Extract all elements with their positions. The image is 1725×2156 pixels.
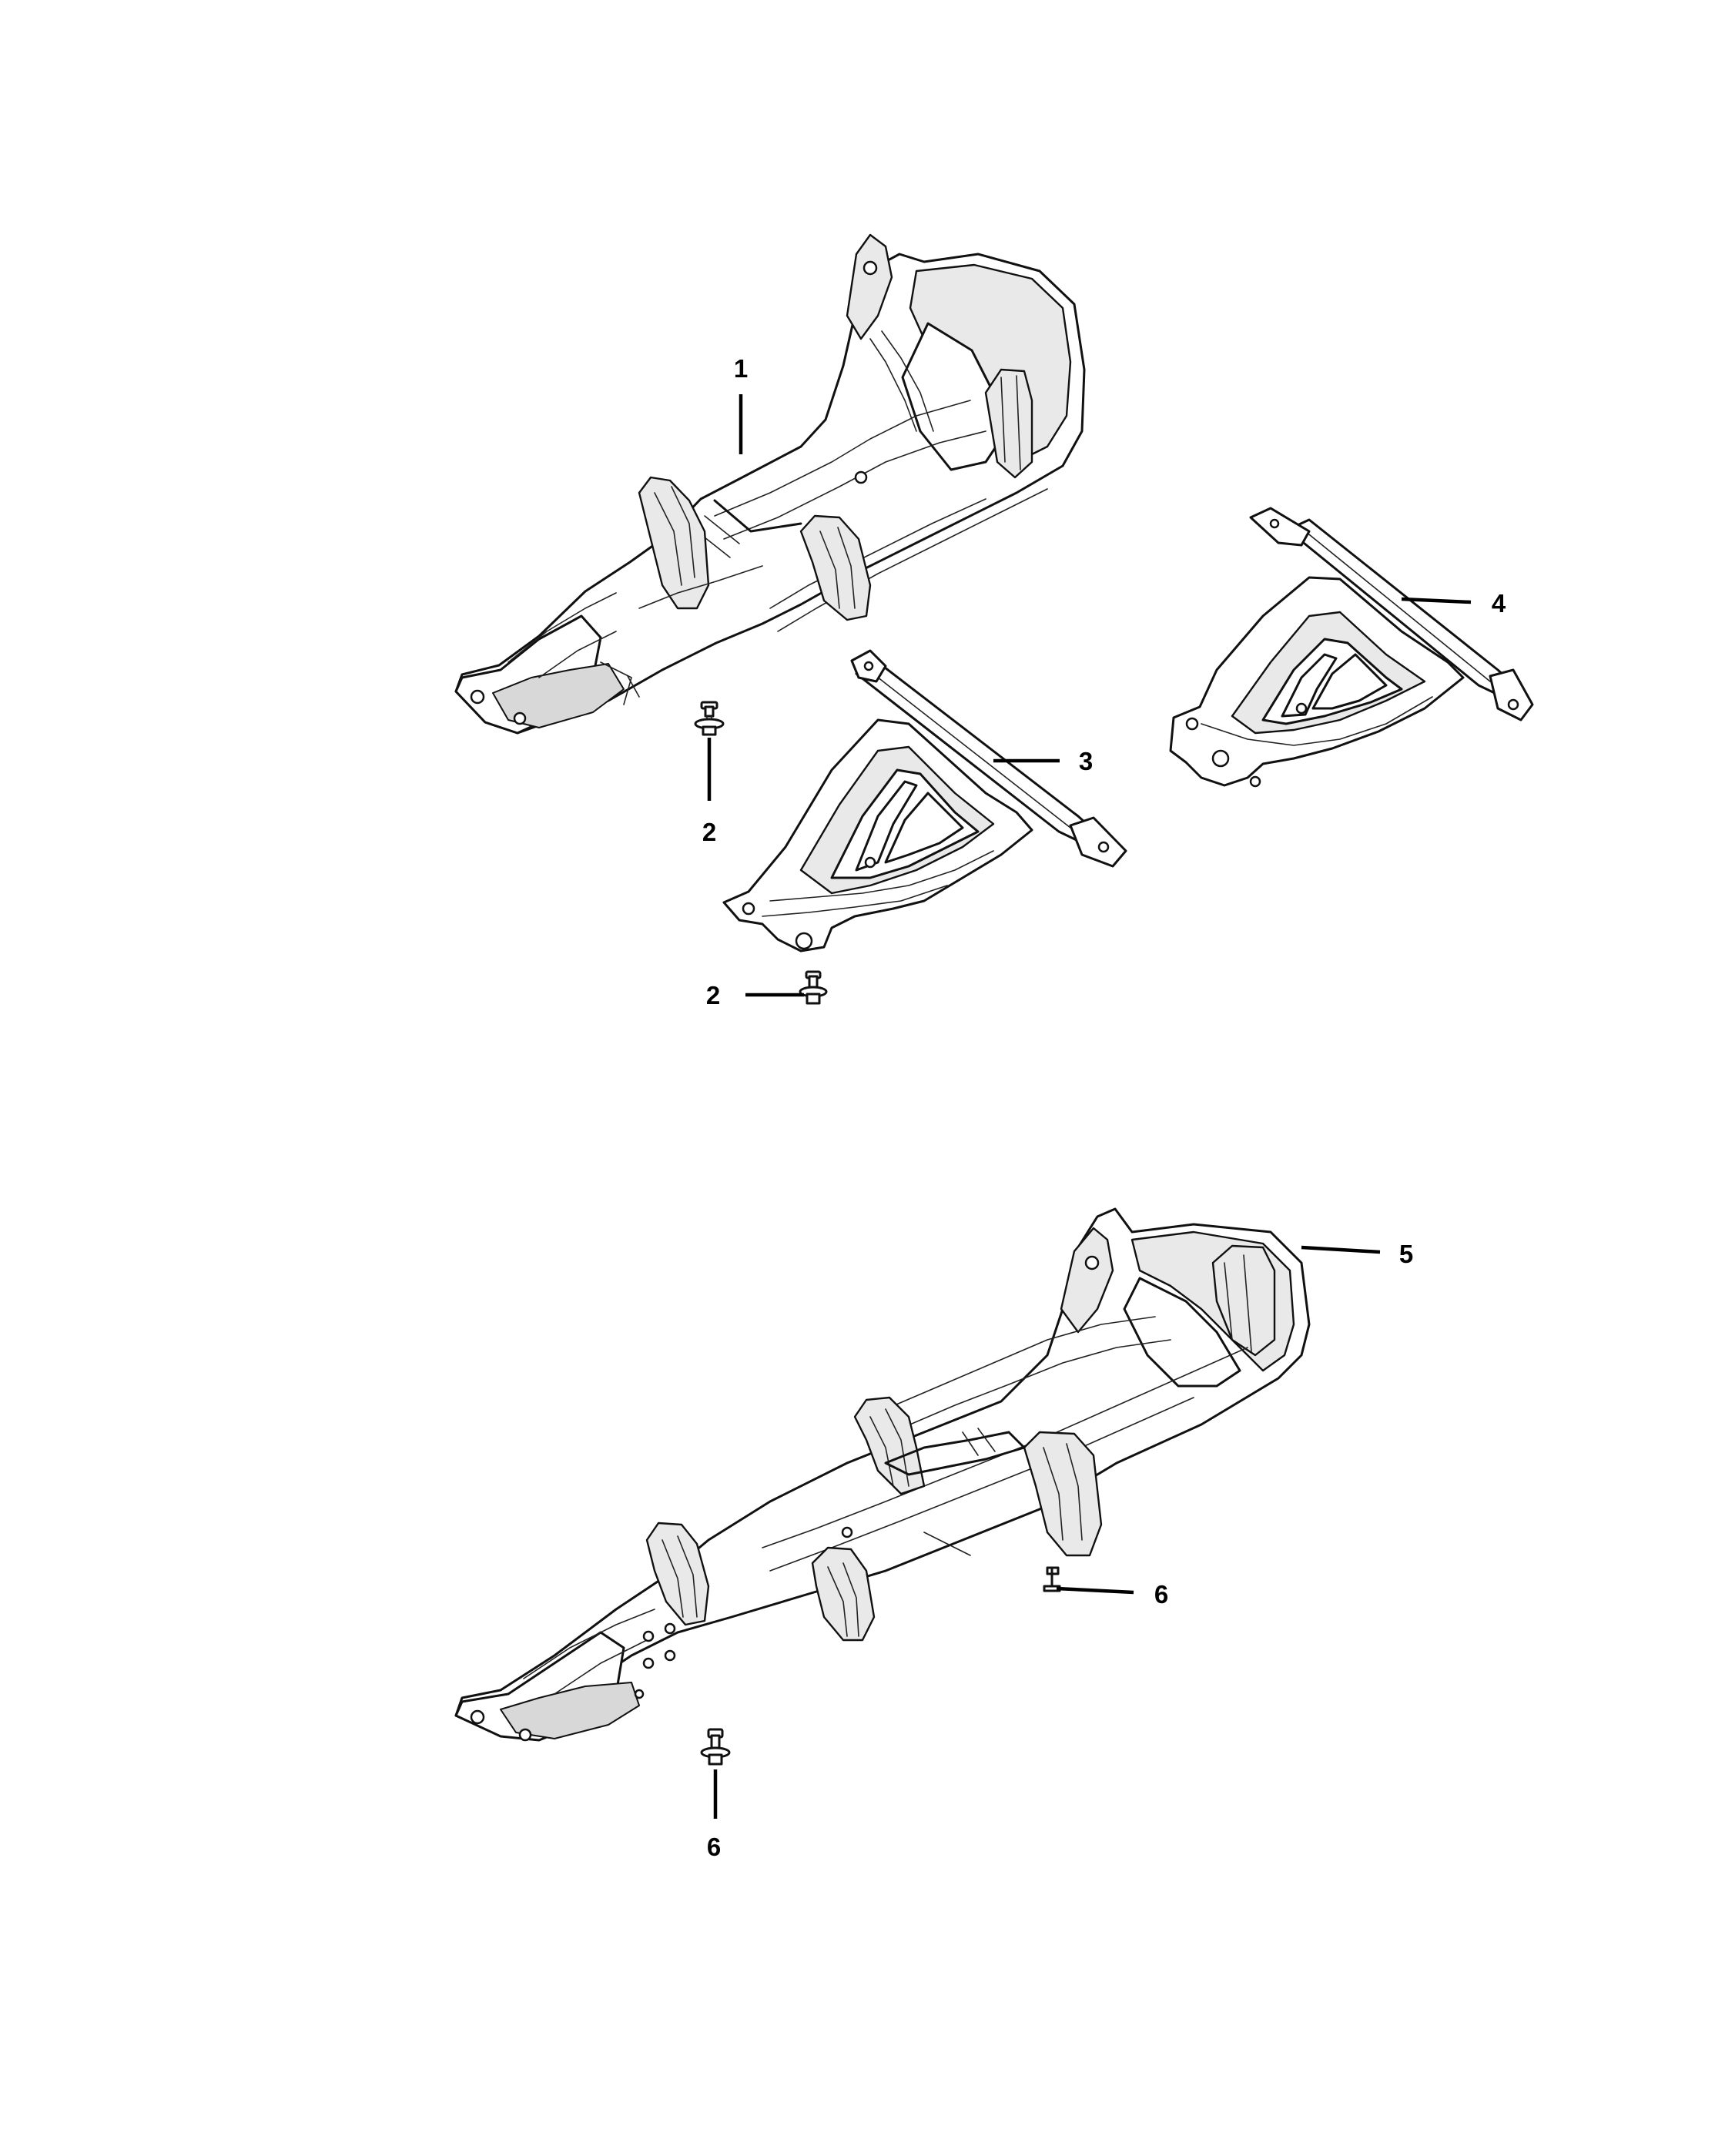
callout-6-right-label: 6 (1154, 1580, 1168, 1609)
stud-6-right[interactable] (1043, 1566, 1061, 1592)
callout-5-label: 5 (1399, 1240, 1413, 1268)
part-3-crossmember[interactable] (722, 649, 1127, 952)
callout-2-lower-label: 2 (706, 981, 720, 1009)
callout-2-upper: 2 (702, 738, 716, 846)
callout-5: 5 (1301, 1240, 1413, 1268)
part-4-crossmember[interactable] (1169, 507, 1534, 788)
callout-3-label: 3 (1079, 747, 1093, 775)
part-5-skid-plate[interactable] (454, 1207, 1311, 1742)
part-1-skid-plate[interactable] (454, 233, 1086, 735)
callout-1: 1 (734, 354, 748, 454)
callout-2-upper-label: 2 (702, 818, 716, 846)
callout-6-lower: 6 (707, 1769, 721, 1861)
callout-6-right: 6 (1056, 1580, 1168, 1609)
callout-4: 4 (1401, 589, 1506, 618)
callout-2-lower: 2 (706, 981, 804, 1009)
callout-4-label: 4 (1492, 589, 1506, 618)
bolt-6-lower[interactable] (700, 1728, 731, 1766)
callout-6-lower-label: 6 (707, 1833, 721, 1861)
bolt-2-lower[interactable] (799, 970, 828, 1005)
callout-3: 3 (993, 747, 1093, 775)
bolt-2-upper[interactable] (694, 701, 725, 736)
callout-1-label: 1 (734, 354, 748, 383)
